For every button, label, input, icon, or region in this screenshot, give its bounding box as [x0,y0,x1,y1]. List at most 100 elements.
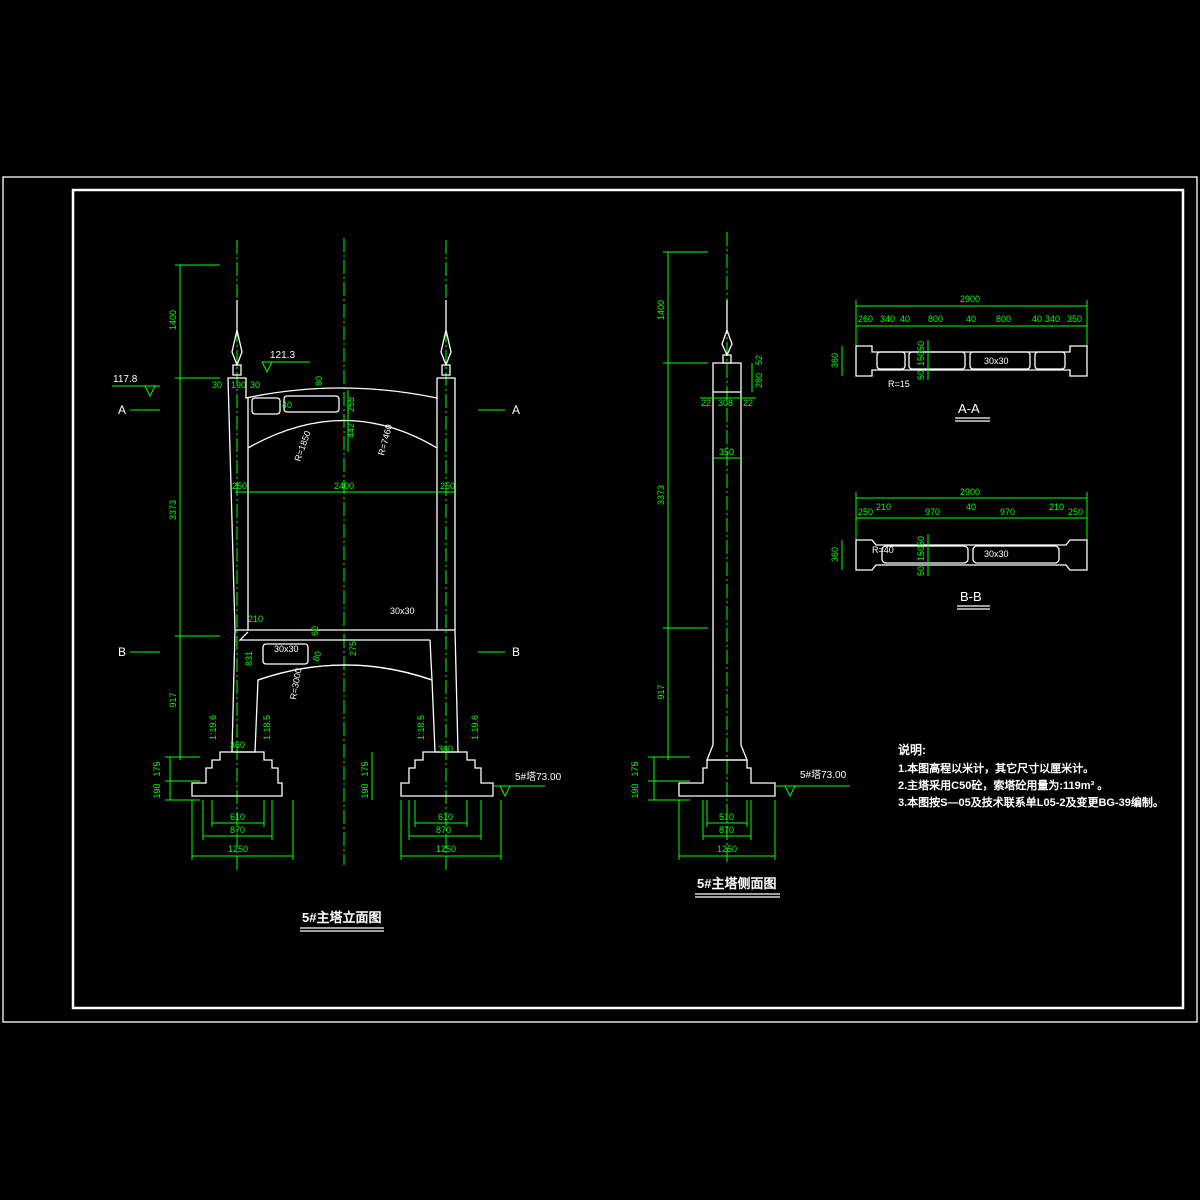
dim-foot-1250-right: 1250 [436,844,456,854]
lower-beam-arc [257,664,433,681]
dim-lower-275: 275 [348,641,358,656]
bb-part-1: 210 [876,502,891,512]
side-dim-22b: 22 [743,398,753,408]
side-dim-lower: 917 [656,684,666,699]
side-dim-52: 52 [754,355,764,365]
bb-part-4: 970 [1000,507,1015,517]
dim-footing-lower: 190 [152,783,162,798]
bb-radius: R=40 [872,545,894,555]
dim-r-footing-upper: 175 [360,761,370,776]
elevation-view: A A B B 1400 3373 917 175 190 175 190 11… [112,238,562,932]
bb-height: 360 [830,547,840,562]
dim-lower-height: 917 [168,692,178,707]
bb-part-2: 970 [925,507,940,517]
bb-label: B-B [960,589,982,604]
radius-3000: R=3000 [288,667,303,700]
side-dim-mast: 1400 [656,300,666,320]
side-title: 5#主塔侧面图 [697,876,776,891]
dim-lower-60: 60 [310,626,320,636]
vertical-dimension-chain [165,264,220,801]
bb-part-0: 250 [858,507,873,517]
dim-mast-height: 1400 [168,310,178,330]
aa-part-7: 340 [1045,314,1060,324]
bb-h-1: 150 [916,546,926,561]
dim-beam-40: 40 [282,400,292,410]
section-bb: 2900 250 210 970 40 970 210 250 360 50 1… [830,487,1088,610]
dim-foot-610-right: 610 [438,812,453,822]
side-dim-22a: 22 [701,398,711,408]
section-aa: 2900 260 340 40 800 40 800 40 340 350 36… [830,294,1088,422]
section-b-right: B [512,645,520,659]
tower-outline [227,377,459,753]
outer-frame [2,176,1198,1023]
dim-base-360-left: 360 [230,740,245,750]
lower-beam-haunch [238,631,430,641]
slope-r2: 1:19.6 [470,715,480,740]
aa-cell-1 [876,351,906,370]
notes-line-1: 1.本图高程以米计，其它尺寸以厘米计。 [898,761,1094,775]
bb-cell-2 [972,545,1060,564]
dim-top-30-left: 30 [212,380,222,390]
side-footing-dims [678,800,776,860]
aa-total: 2900 [960,294,980,304]
upper-beam-arc [247,419,438,449]
side-dim-510: 510 [719,812,734,822]
bb-h-2: 50 [916,566,926,576]
aa-label: A-A [958,401,980,416]
haunch-lower: 30x30 [274,644,299,654]
side-dim-870: 870 [719,825,734,835]
elev-117-marker [112,385,160,398]
section-a-left: A [118,403,126,417]
radius-7460: R=7460 [376,423,394,456]
dim-pier-left: 250 [232,481,247,491]
dim-base-360-right: 360 [438,744,453,754]
elev-117: 117.8 [113,374,138,385]
bb-haunch: 30x30 [984,549,1009,559]
section-b-left: B [118,645,126,659]
dim-lower-210: 210 [248,614,263,624]
aa-part-1: 340 [880,314,895,324]
dim-upper-height: 3373 [168,500,178,520]
bb-part-6: 250 [1068,507,1083,517]
dim-r-footing-lower: 190 [360,783,370,798]
left-footing [191,751,283,797]
dim-foot-870-left: 870 [230,825,245,835]
dim-foot-870-right: 870 [436,825,451,835]
side-vertical-dims [648,251,708,801]
side-dim-upper: 3373 [656,485,666,505]
upper-cell-right [283,395,340,413]
elev-121-marker [261,361,310,374]
aa-part-8: 350 [1067,314,1082,324]
notes: 说明: 1.本图高程以米计，其它尺寸以厘米计。 2.主塔采用C50砼，索塔砼用量… [898,742,1164,809]
dim-beam-80: 80 [314,376,324,386]
dim-beam-442: 442 [346,423,356,438]
aa-part-5: 800 [996,314,1011,324]
dim-footing-upper: 175 [152,761,162,776]
dim-top-30-right: 30 [250,380,260,390]
aa-haunch: 30x30 [984,356,1009,366]
aa-cell-4 [1034,351,1066,370]
slope-l2: 1:18.5 [262,715,272,740]
elevation-title: 5#主塔立面图 [302,910,381,925]
inner-frame [71,188,1185,1010]
aa-part-4: 40 [966,314,976,324]
notes-line-2: 2.主塔采用C50砼，索塔砼用量为:119m³ 。 [898,778,1108,792]
aa-height: 360 [830,353,840,368]
dim-span: 2400 [334,481,354,491]
left-footing-dims [191,800,294,860]
bb-h-0: 50 [916,536,926,546]
dim-foot-610-left: 610 [230,812,245,822]
left-spire [231,300,243,376]
bb-total: 2900 [960,487,980,497]
side-elev-base: 5#塔73.00 [800,768,847,781]
lower-cell [262,643,309,665]
elev-base-marker [493,785,545,798]
right-footing [400,751,494,797]
notes-heading: 说明: [898,742,926,757]
side-dim-350: 350 [719,447,734,457]
aa-h-1: 150 [916,351,926,366]
elev-base: 5#塔73.00 [515,770,562,783]
bb-part-5: 210 [1049,502,1064,512]
slope-l1: 1:19.6 [208,715,218,740]
side-dim-footing-upper: 175 [630,761,640,776]
